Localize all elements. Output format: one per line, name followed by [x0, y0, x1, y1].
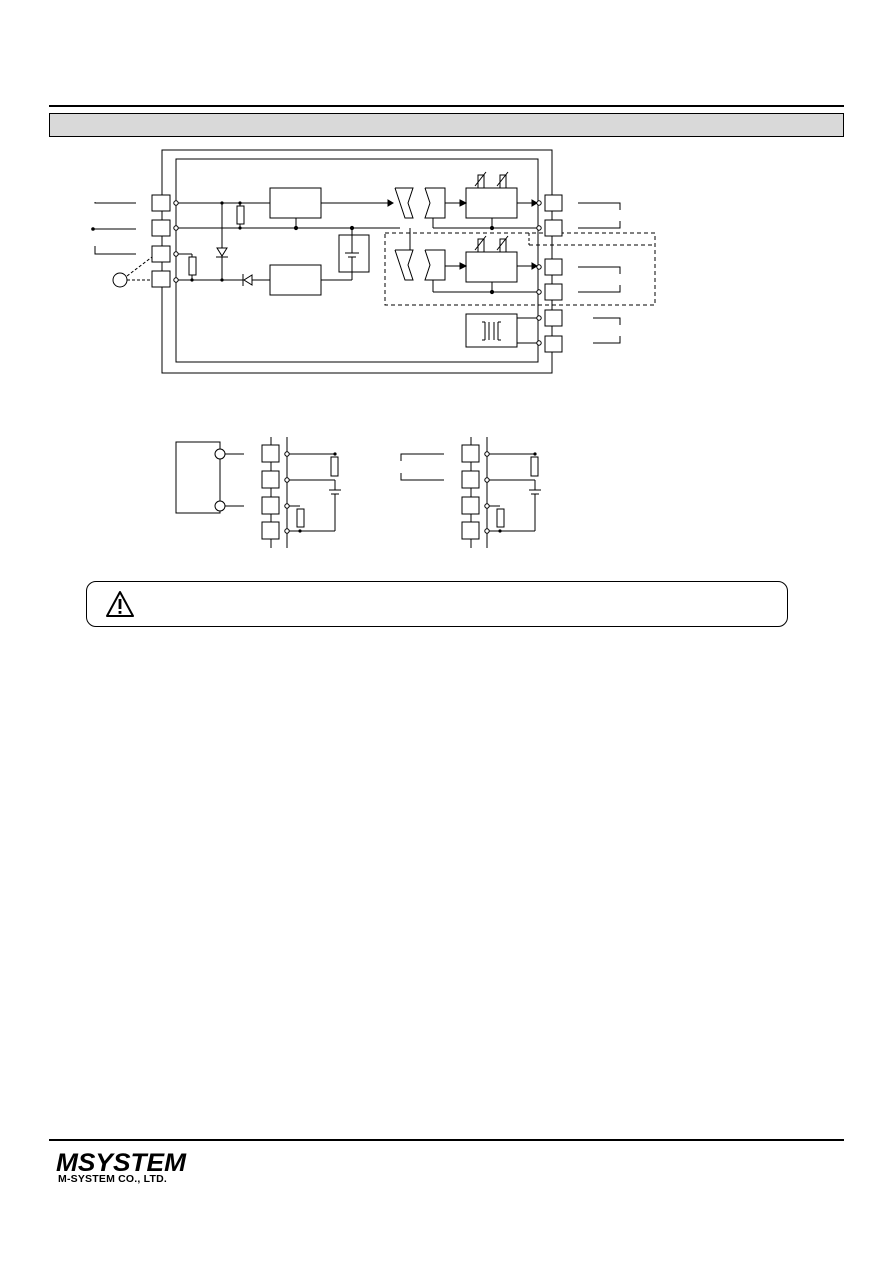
option-area	[384, 232, 656, 306]
terminal-in-3	[151, 245, 171, 263]
block-diagram	[91, 149, 656, 548]
output-block-1	[465, 187, 518, 219]
wiring-diagram-b	[400, 437, 541, 548]
sensor-circle	[112, 272, 128, 288]
footer-rule	[49, 1139, 844, 1141]
terminal-in-1	[151, 194, 171, 212]
warning-box	[86, 581, 788, 627]
header-rule	[49, 105, 844, 107]
excitation-block	[269, 264, 322, 296]
terminal-out-5	[544, 309, 563, 327]
msystem-logo: MSYSTEM	[56, 1150, 187, 1174]
power-supply-block	[465, 313, 518, 348]
terminal-out-2	[544, 219, 563, 237]
terminal-in-4	[151, 270, 171, 288]
wiring-diagram-a	[175, 437, 341, 548]
housing-inner	[175, 158, 539, 363]
terminal-out-3	[544, 258, 563, 276]
section-header-bar	[49, 113, 844, 137]
terminal-out-1	[544, 194, 563, 212]
input-block	[269, 187, 322, 219]
power-cell	[338, 234, 370, 273]
terminal-in-2	[151, 219, 171, 237]
terminal-out-4	[544, 283, 563, 301]
warning-triangle-icon	[106, 591, 134, 617]
output-block-2	[465, 251, 518, 283]
company-name: M-SYSTEM CO., LTD.	[58, 1173, 167, 1185]
terminal-out-6	[544, 335, 563, 353]
logo-text: MSYSTEM	[56, 1150, 187, 1174]
